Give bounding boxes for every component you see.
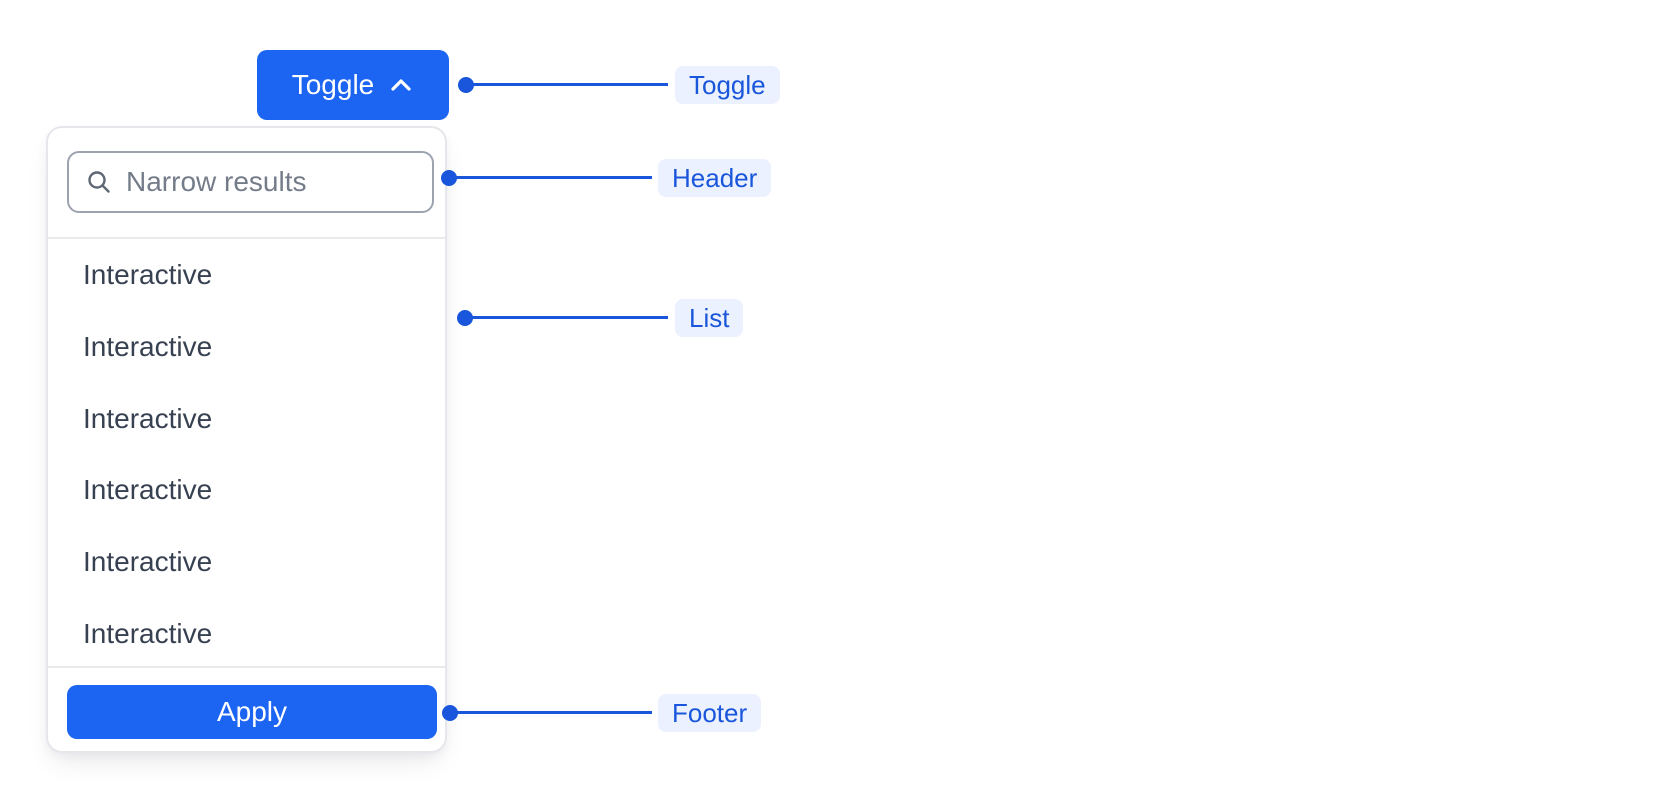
list-item[interactable]: Interactive	[83, 618, 213, 650]
search-icon	[85, 168, 113, 196]
dropdown-list: Interactive Interactive Interactive Inte…	[48, 239, 445, 670]
footer-annotation-dot	[442, 705, 458, 721]
list-item[interactable]: Interactive	[83, 330, 213, 362]
toggle-button[interactable]: Toggle	[257, 50, 449, 120]
apply-button[interactable]: Apply	[67, 685, 437, 739]
toggle-button-label: Toggle	[291, 69, 375, 100]
toggle-annotation-label: Toggle	[675, 66, 780, 104]
search-box[interactable]	[67, 151, 434, 213]
header-annotation-line	[453, 176, 652, 179]
list-annotation-label: List	[675, 299, 744, 337]
list-item[interactable]: Interactive	[83, 546, 213, 578]
toggle-annotation-line	[470, 83, 668, 86]
chevron-up-icon	[388, 72, 414, 98]
footer-annotation-label: Footer	[658, 694, 762, 732]
list-annotation-dot	[457, 310, 473, 326]
dropdown-panel: Interactive Interactive Interactive Inte…	[46, 126, 447, 753]
header-annotation-dot	[441, 170, 457, 186]
search-input[interactable]	[126, 166, 416, 198]
footer-annotation-line	[454, 711, 652, 714]
dropdown-header	[48, 128, 445, 239]
list-item[interactable]: Interactive	[83, 402, 213, 434]
list-annotation-line	[469, 316, 668, 319]
dropdown-footer: Apply	[48, 666, 445, 751]
list-item[interactable]: Interactive	[83, 258, 213, 290]
list-item[interactable]: Interactive	[83, 474, 213, 506]
toggle-annotation-dot	[458, 77, 474, 93]
header-annotation-label: Header	[658, 159, 772, 197]
